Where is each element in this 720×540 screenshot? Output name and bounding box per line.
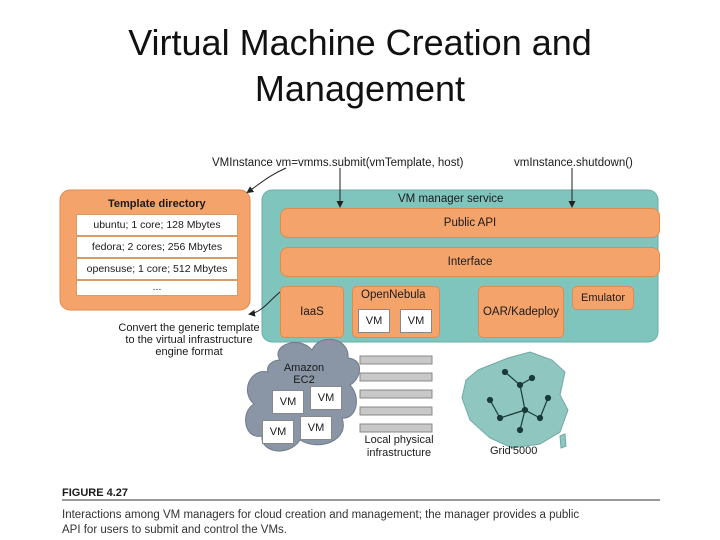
vm-box: VM [272,390,304,414]
grid5000-label: Grid'5000 [490,445,538,457]
server-5 [359,423,433,433]
local-infra-line: infrastructure [366,447,432,459]
vm-box: VM [358,309,390,333]
server-2 [359,372,433,382]
template-lookup-arrow [246,167,287,194]
convert-note-line: Convert the generic template [118,322,260,334]
amazon-line: EC2 [293,374,315,386]
opennebula-label: OpenNebula [361,289,426,301]
convert-note-line: to the virtual infrastructure [125,334,253,346]
slide-title: Virtual Machine Creation and Management [60,20,660,112]
convert-note-line: engine format [155,346,223,358]
server-1 [359,355,433,365]
submit-code-label: VMInstance vm=vmms.submit(vmTemplate, ho… [212,157,464,169]
convert-arrow [248,291,281,317]
template-row: fedora; 2 cores; 256 Mbytes [76,236,238,258]
oar-kadeploy-box: OAR/Kadeploy [478,286,564,338]
interface-box: Interface [280,247,660,277]
server-3 [359,389,433,399]
server-4 [359,406,433,416]
template-row: ubuntu; 1 core; 128 Mbytes [76,214,238,236]
corsica-shape [559,433,567,449]
shutdown-code-label: vmInstance.shutdown() [514,157,633,169]
france-map-shape [461,351,569,449]
emulator-box: Emulator [572,286,634,310]
amazon-line: Amazon [283,362,325,374]
figure-caption-line: API for users to submit and control the … [62,524,287,536]
local-infra-line: Local physical [364,434,434,446]
grid-network-lines [486,368,552,434]
vm-box: VM [400,309,432,333]
figure-label: FIGURE 4.27 [62,487,129,499]
vm-box: VM [300,416,332,440]
iaas-box: IaaS [280,286,344,338]
template-directory-heading: Template directory [108,198,206,210]
title-line-1: Virtual Machine Creation and [128,22,592,63]
vm-manager-heading: VM manager service [398,193,504,205]
amazon-ec2-label: Amazon EC2 [282,362,326,386]
vm-box: VM [262,420,294,444]
template-row: opensuse; 1 core; 512 Mbytes [76,258,238,280]
convert-note: Convert the generic template to the virt… [114,322,264,358]
figure-caption-line: Interactions among VM managers for cloud… [62,509,580,521]
title-line-2: Management [254,68,466,109]
vm-box: VM [310,386,342,410]
template-row: ... [76,280,238,296]
server-rack [359,355,433,433]
local-infra-label: Local physical infrastructure [356,434,442,460]
public-api-box: Public API [280,208,660,238]
